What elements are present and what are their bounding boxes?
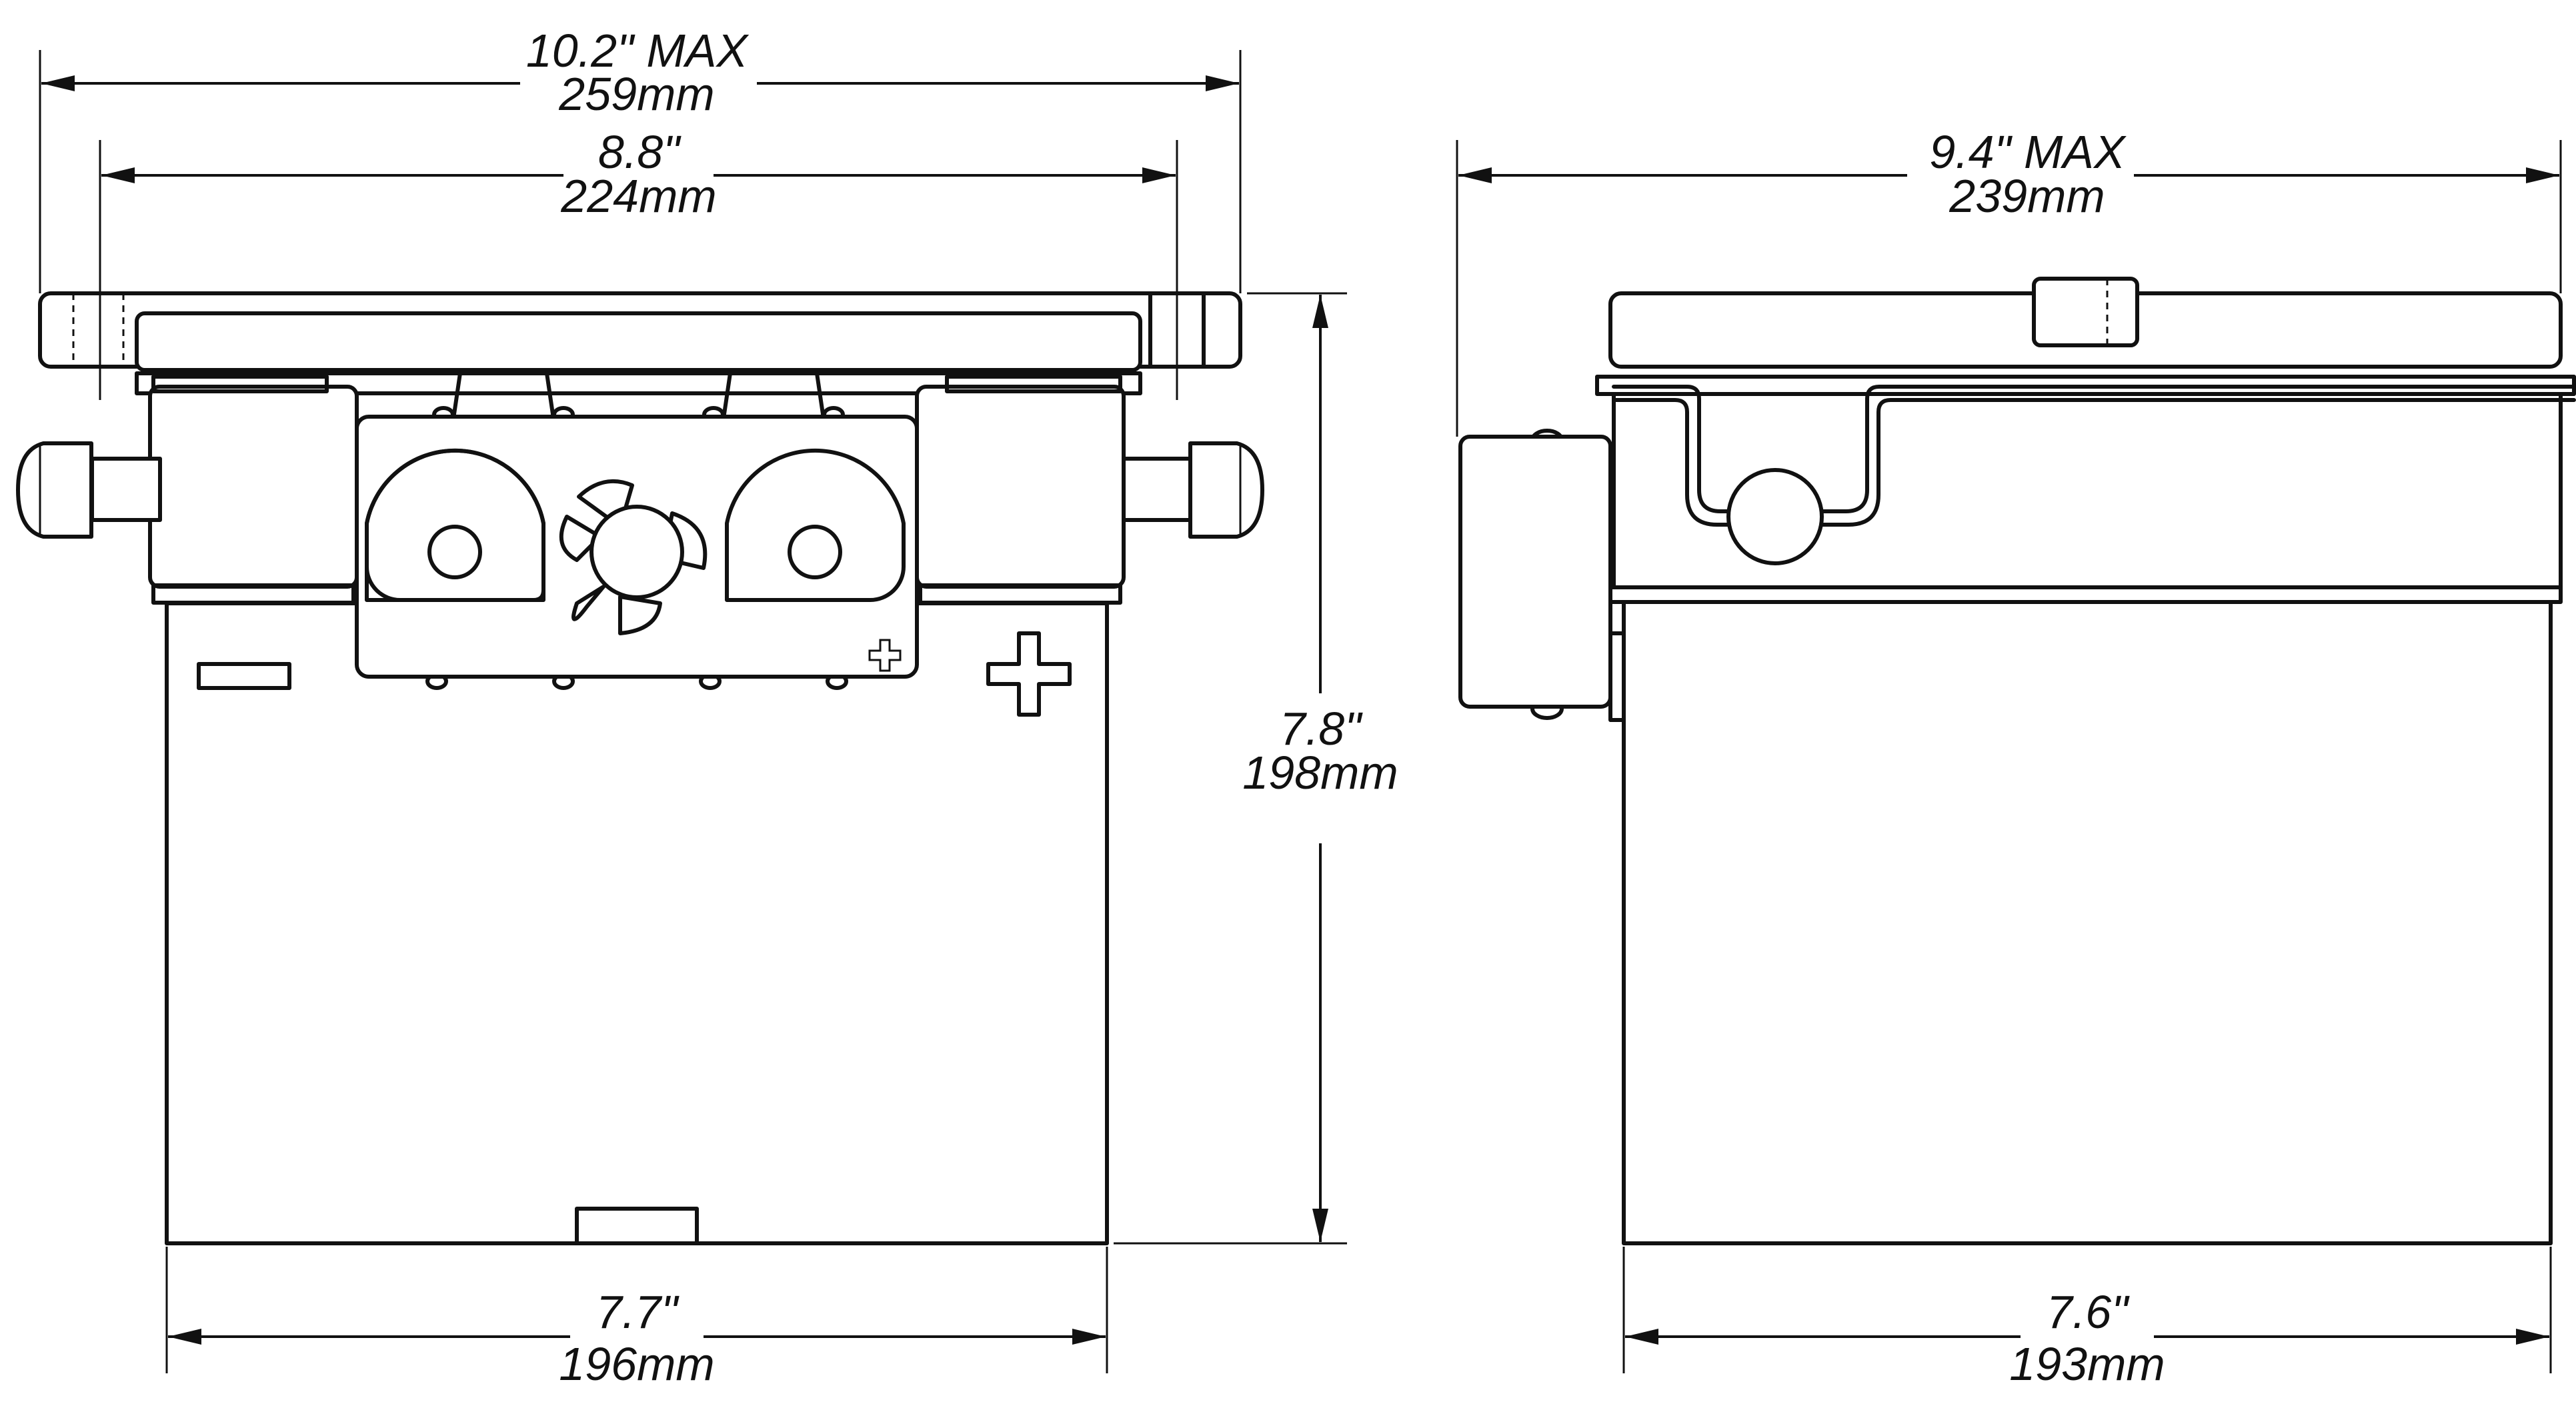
front-lid-width-metric: 224mm <box>560 170 716 222</box>
side-base-width-metric: 193mm <box>2009 1338 2165 1390</box>
right-knob <box>1122 441 1264 539</box>
right-clamp-block <box>915 385 1126 589</box>
front-base-width-imperial: 7.7" <box>596 1286 680 1338</box>
dimension-labels: 10.2" MAX 259mm 8.8" 224mm 9.4" MAX 239m… <box>526 25 2165 1390</box>
front-lid-width-imperial: 8.8" <box>598 126 682 178</box>
left-knob <box>16 441 162 539</box>
overall-height-imperial: 7.8" <box>1280 703 1363 755</box>
front-box-body <box>165 601 1109 1245</box>
front-bottom-tab <box>575 1207 699 1245</box>
dimension-lines <box>39 50 2562 1373</box>
front-view <box>16 291 1264 1245</box>
side-overall-width-metric: 239mm <box>1949 170 2105 222</box>
front-base-width-metric: 196mm <box>559 1338 714 1390</box>
side-view <box>1458 277 2576 1245</box>
overall-height-metric: 198mm <box>1242 747 1398 799</box>
negative-terminal-mark <box>197 662 291 690</box>
left-terminal-post <box>365 448 545 603</box>
front-lid-top <box>135 311 1142 372</box>
small-plus-mark <box>868 639 902 672</box>
side-box-body <box>1622 600 2553 1245</box>
side-lid-latch <box>2032 277 2139 347</box>
left-clamp-block <box>148 385 359 589</box>
front-overall-width-imperial: 10.2" MAX <box>526 25 750 77</box>
side-base-width-imperial: 7.6" <box>2047 1286 2130 1338</box>
front-overall-width-metric: 259mm <box>558 68 714 120</box>
side-terminal-housing <box>1458 429 1626 722</box>
positive-terminal-mark <box>986 631 1072 717</box>
side-handle-knob <box>1726 468 1824 565</box>
right-terminal-post <box>725 448 906 602</box>
center-rotary-knob <box>559 479 708 635</box>
side-overall-width-imperial: 9.4" MAX <box>1929 126 2127 178</box>
